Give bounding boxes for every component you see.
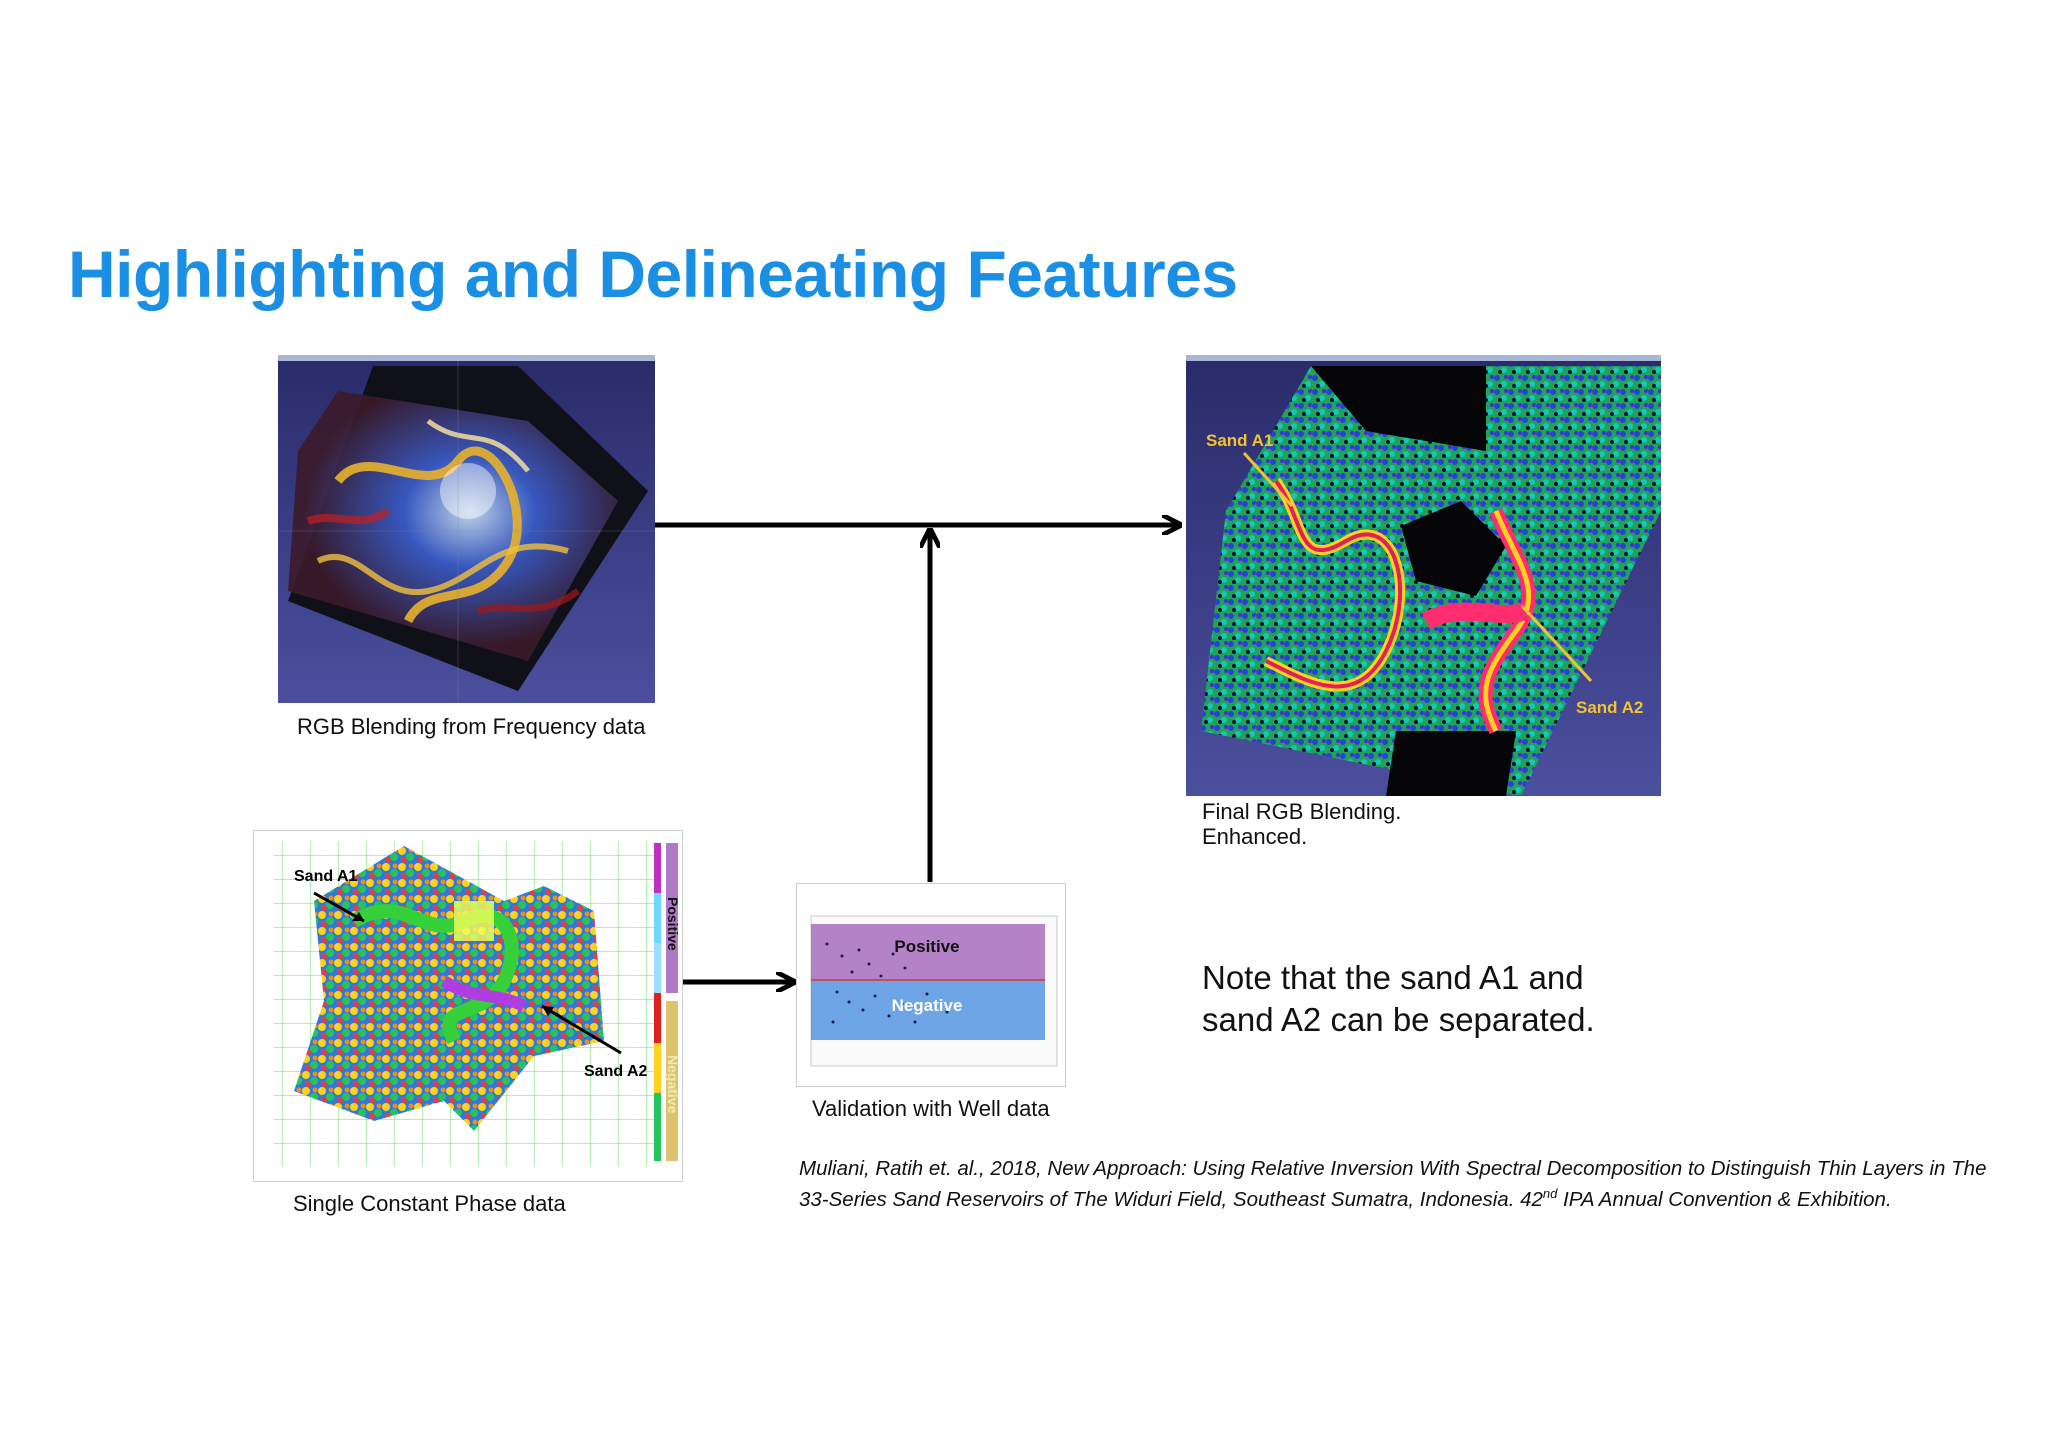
- rgb-frequency-caption: RGB Blending from Frequency data: [297, 714, 646, 739]
- note-line2: sand A2 can be separated.: [1202, 1001, 1595, 1038]
- phase-legend-positive: Positive: [665, 897, 681, 951]
- rgb-frequency-image: [278, 355, 655, 703]
- well-validation-image: Positive Negative: [796, 883, 1066, 1087]
- validation-band-positive: Positive: [894, 937, 959, 956]
- reference-citation: Muliani, Ratih et. al., 2018, New Approa…: [799, 1156, 1986, 1212]
- constant-phase-image: Sand A1 Sand A2 Positive Negative: [253, 830, 683, 1182]
- final-rgb-image: Sand A1 Sand A2: [1186, 355, 1661, 796]
- phase-label-a2: Sand A2: [584, 1063, 648, 1080]
- slide-title: Highlighting and Delineating Features: [68, 237, 1238, 311]
- note-text: Note that the sand A1 and sand A2 can be…: [1202, 957, 1595, 1041]
- phase-label-a1: Sand A1: [294, 868, 358, 885]
- reference-line2: 33-Series Sand Reservoirs of The Widuri …: [799, 1186, 1892, 1211]
- phase-legend-negative: Negative: [665, 1055, 681, 1114]
- final-rgb-label-a1: Sand A1: [1206, 431, 1273, 450]
- final-rgb-caption-line1: Final RGB Blending.: [1202, 799, 1402, 824]
- well-validation-caption: Validation with Well data: [812, 1096, 1050, 1121]
- constant-phase-caption: Single Constant Phase data: [293, 1191, 566, 1216]
- note-line1: Note that the sand A1 and: [1202, 959, 1584, 996]
- final-rgb-label-a2: Sand A2: [1576, 698, 1643, 717]
- final-rgb-caption-line2: Enhanced.: [1202, 824, 1308, 849]
- reference-line1: Muliani, Ratih et. al., 2018, New Approa…: [799, 1157, 1987, 1180]
- validation-band-negative: Negative: [892, 996, 963, 1015]
